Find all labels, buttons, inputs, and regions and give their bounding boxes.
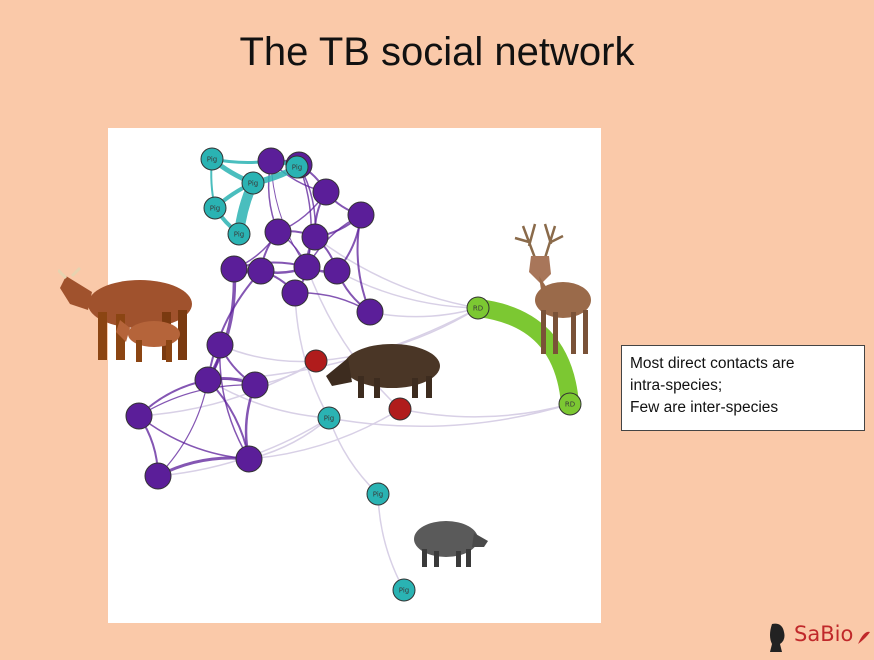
edge-cattle-cattle bbox=[138, 384, 256, 417]
edge-cattle-cattle bbox=[356, 214, 371, 313]
cow-icon bbox=[58, 266, 192, 362]
node-label: Pig bbox=[248, 180, 258, 188]
node-cattle bbox=[144, 462, 172, 490]
node-pig: Pig bbox=[227, 222, 251, 246]
node-cattle bbox=[220, 255, 248, 283]
edge-inter-species bbox=[248, 408, 401, 460]
red-deer-icon bbox=[514, 223, 591, 354]
node-red-deer: RD bbox=[466, 296, 490, 320]
node-cattle bbox=[125, 402, 153, 430]
node-label: Pig bbox=[234, 231, 244, 239]
node-cattle bbox=[312, 178, 340, 206]
callout-box: Most direct contacts are intra-species; … bbox=[621, 345, 865, 431]
edge-inter-species bbox=[315, 307, 479, 362]
node-red-deer: RD bbox=[558, 392, 582, 416]
node-pig: Pig bbox=[317, 406, 341, 430]
node-cattle bbox=[281, 279, 309, 307]
node-wild-boar bbox=[388, 397, 412, 421]
callout-line-2: intra-species; bbox=[630, 377, 723, 394]
node-label: Pig bbox=[324, 415, 334, 423]
edge-inter-species bbox=[328, 403, 571, 428]
node-cattle bbox=[241, 371, 269, 399]
node-label: Pig bbox=[207, 156, 217, 164]
node-cattle bbox=[301, 223, 329, 251]
sabio-logo-icon bbox=[770, 623, 785, 652]
node-cattle bbox=[356, 298, 384, 326]
edge-inter-species bbox=[399, 403, 571, 418]
callout-line-1: Most direct contacts are bbox=[630, 355, 795, 372]
edge-inter-species bbox=[377, 493, 405, 591]
edge-inter-species bbox=[314, 236, 479, 309]
edge-inter-species bbox=[306, 266, 401, 410]
edge-cattle-cattle bbox=[219, 344, 250, 460]
node-label: Pig bbox=[373, 491, 383, 499]
node-cattle bbox=[206, 331, 234, 359]
node-cattle bbox=[323, 257, 351, 285]
node-cattle bbox=[235, 445, 263, 473]
edge-inter-species bbox=[294, 292, 330, 419]
node-label: Pig bbox=[399, 587, 409, 595]
node-label: RD bbox=[565, 401, 575, 409]
node-pig: Pig bbox=[366, 482, 390, 506]
node-pig: Pig bbox=[241, 171, 265, 195]
node-pig: Pig bbox=[203, 196, 227, 220]
node-pig: Pig bbox=[200, 147, 224, 171]
node-cattle bbox=[247, 257, 275, 285]
slide-title: The TB social network bbox=[239, 30, 635, 74]
edge-inter-species bbox=[369, 307, 479, 318]
callout-line-3: Few are inter-species bbox=[630, 399, 779, 416]
node-label: Pig bbox=[210, 205, 220, 213]
node-cattle bbox=[257, 147, 285, 175]
wild-boar-icon bbox=[326, 344, 440, 398]
edge-inter-species bbox=[336, 270, 479, 309]
node-pig: Pig bbox=[392, 578, 416, 602]
node-cattle bbox=[194, 366, 222, 394]
node-label: RD bbox=[473, 305, 483, 313]
pig-icon bbox=[414, 521, 488, 567]
node-wild-boar bbox=[304, 349, 328, 373]
edge-cattle-cattle bbox=[207, 270, 262, 381]
node-cattle bbox=[293, 253, 321, 281]
node-pig: Pig bbox=[285, 155, 309, 179]
sabio-logo: SaBio bbox=[764, 618, 872, 656]
logo-mark-icon bbox=[858, 631, 870, 644]
logo-text: SaBio bbox=[794, 622, 854, 646]
node-label: Pig bbox=[292, 164, 302, 172]
node-cattle bbox=[347, 201, 375, 229]
node-cattle bbox=[264, 218, 292, 246]
edge-inter-species bbox=[328, 417, 379, 495]
